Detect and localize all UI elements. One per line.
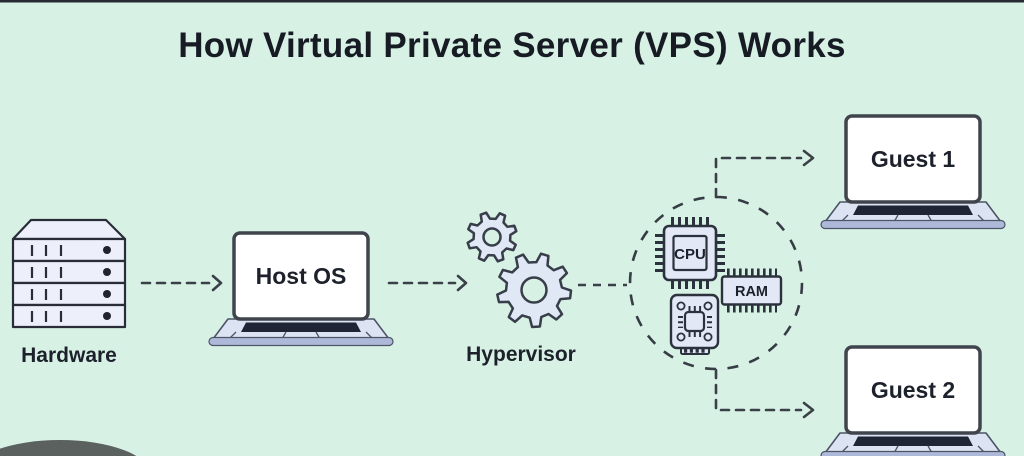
resources-dashed-circle	[628, 195, 804, 371]
hardware-label: Hardware	[21, 344, 117, 367]
gears-icon	[466, 211, 573, 329]
hypervisor-label: Hypervisor	[466, 343, 576, 366]
circuit-chip-icon	[669, 293, 720, 355]
top-edge-line	[0, 0, 1024, 3]
guest1-screen-label: Guest 1	[871, 146, 956, 172]
host-os-laptop-icon	[207, 231, 395, 348]
ram-chip-icon: RAM	[720, 268, 783, 313]
arrow-hostos-to-hypervisor	[387, 274, 468, 292]
cpu-label: CPU	[674, 246, 706, 263]
guest2-screen-label: Guest 2	[871, 377, 955, 403]
arrow-hardware-to-hostos	[140, 274, 223, 292]
cpu-chip-icon: CPU	[655, 217, 725, 289]
ram-label: RAM	[735, 284, 768, 300]
arrow-resources-to-guest1	[714, 149, 815, 199]
host-os-screen-label: Host OS	[256, 263, 347, 289]
server-rack-icon	[11, 218, 127, 329]
dark-corner-ellipse	[0, 440, 137, 456]
guest1-laptop-icon	[819, 114, 1007, 231]
arrow-resources-to-guest2	[714, 368, 815, 419]
page-title: How Virtual Private Server (VPS) Works	[178, 26, 846, 65]
